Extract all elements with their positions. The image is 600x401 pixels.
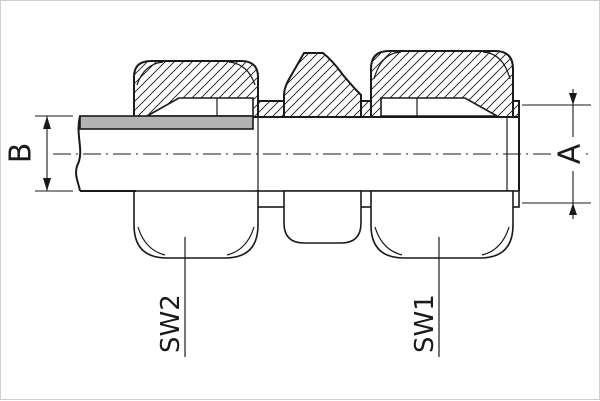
sw2-label: SW2 xyxy=(156,294,186,353)
left-nut-chamfer-arc xyxy=(136,61,164,86)
body-hex-section xyxy=(283,52,362,118)
left-nut-bottom-chamfer xyxy=(226,226,255,256)
right-nut-chamfer-arc xyxy=(482,51,511,80)
left-nut-bottom-chamfer xyxy=(137,226,166,256)
right-nut-bottom-chamfer xyxy=(481,226,510,256)
dim-a-arrow-top xyxy=(569,93,577,105)
dim-b-label: B xyxy=(4,143,39,164)
right-nut-chamfer-arc xyxy=(373,51,402,80)
tube-wall-section xyxy=(79,115,254,130)
dim-b-arrow-top xyxy=(43,116,51,129)
sw1-label: SW1 xyxy=(410,294,440,353)
right-nut-bottom xyxy=(370,190,514,259)
body-hex-bottom xyxy=(283,190,362,244)
tube-break-line xyxy=(75,115,82,192)
dim-a-label-halo xyxy=(556,137,584,171)
dim-a-label: A xyxy=(553,143,588,164)
right-nut-bottom-chamfer xyxy=(374,226,403,256)
ferrule-right xyxy=(380,97,501,117)
left-nut-chamfer-arc xyxy=(228,61,256,86)
left-nut-bottom xyxy=(133,190,259,259)
dim-a-arrow-bottom xyxy=(569,203,577,215)
dim-b-arrow-bottom xyxy=(43,178,51,191)
